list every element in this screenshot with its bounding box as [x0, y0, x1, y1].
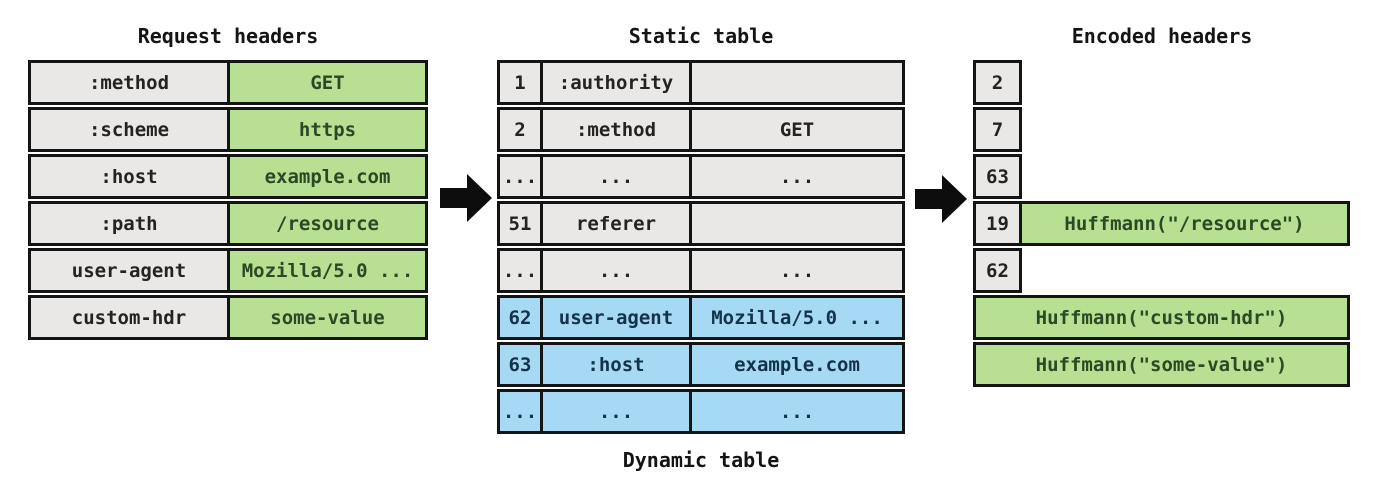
index-cell: 1: [497, 60, 543, 105]
header-name-cell: user-agent: [28, 248, 230, 293]
encoded-row: Huffmann("some-value"): [973, 342, 1350, 387]
static-table-row: 1 :authority: [497, 60, 905, 105]
index-cell: 2: [497, 107, 543, 152]
request-headers-table: :method GET :scheme https :host example.…: [28, 60, 428, 340]
index-cell: ...: [497, 154, 543, 199]
right-arrow-icon: [915, 175, 967, 223]
index-cell: ...: [497, 248, 543, 293]
index-cell: ...: [497, 389, 543, 434]
request-header-row: custom-hdr some-value: [28, 295, 428, 340]
value-cell: example.com: [689, 342, 905, 387]
index-cell: 51: [497, 201, 543, 246]
encoded-index-cell: 62: [973, 248, 1022, 293]
name-cell: :host: [540, 342, 692, 387]
static-table-row: ... ... ...: [497, 248, 905, 293]
value-cell: ...: [689, 248, 905, 293]
request-header-row: user-agent Mozilla/5.0 ...: [28, 248, 428, 293]
header-name-cell: :method: [28, 60, 230, 105]
static-table-row: ... ... ...: [497, 154, 905, 199]
value-cell: [689, 201, 905, 246]
name-cell: ...: [540, 389, 692, 434]
value-cell: ...: [689, 389, 905, 434]
static-table-row: 2 :method GET: [497, 107, 905, 152]
encoded-headers-title: Encoded headers: [1071, 24, 1253, 48]
request-header-row: :method GET: [28, 60, 428, 105]
value-cell: GET: [689, 107, 905, 152]
header-value-cell: some-value: [227, 295, 428, 340]
header-value-cell: GET: [227, 60, 428, 105]
static-table-title: Static table: [628, 24, 774, 48]
dynamic-table-row: ... ... ...: [497, 389, 905, 434]
value-cell: Mozilla/5.0 ...: [689, 295, 905, 340]
dynamic-table-row: 63 :host example.com: [497, 342, 905, 387]
dynamic-table-row: 62 user-agent Mozilla/5.0 ...: [497, 295, 905, 340]
request-headers-title: Request headers: [137, 24, 319, 48]
header-name-cell: :host: [28, 154, 230, 199]
dynamic-table-caption: Dynamic table: [622, 448, 780, 472]
name-cell: :method: [540, 107, 692, 152]
encoded-index-cell: 19: [973, 201, 1022, 246]
encoded-row: 19 Huffmann("/resource"): [973, 201, 1350, 246]
encoded-row: 63: [973, 154, 1350, 199]
header-value-cell: Mozilla/5.0 ...: [227, 248, 428, 293]
encoded-headers-list: 2 7 63 19 Huffmann("/resource") 62 Huffm…: [973, 60, 1350, 387]
encoded-index-cell: 7: [973, 107, 1022, 152]
name-cell: ...: [540, 248, 692, 293]
index-cell: 62: [497, 295, 543, 340]
encoded-row: 7: [973, 107, 1350, 152]
encoded-row: 2: [973, 60, 1350, 105]
request-header-row: :scheme https: [28, 107, 428, 152]
header-name-cell: :scheme: [28, 107, 230, 152]
header-value-cell: https: [227, 107, 428, 152]
name-cell: :authority: [540, 60, 692, 105]
static-dynamic-table: 1 :authority 2 :method GET ... ... ... 5…: [497, 60, 905, 434]
right-arrow-icon: [440, 174, 492, 222]
encoded-payload-cell: Huffmann("/resource"): [1019, 201, 1350, 246]
name-cell: ...: [540, 154, 692, 199]
encoded-payload-cell: Huffmann("some-value"): [973, 342, 1350, 387]
request-header-row: :host example.com: [28, 154, 428, 199]
header-name-cell: custom-hdr: [28, 295, 230, 340]
header-value-cell: /resource: [227, 201, 428, 246]
value-cell: ...: [689, 154, 905, 199]
header-value-cell: example.com: [227, 154, 428, 199]
encoded-row: Huffmann("custom-hdr"): [973, 295, 1350, 340]
static-table-row: 51 referer: [497, 201, 905, 246]
name-cell: user-agent: [540, 295, 692, 340]
request-header-row: :path /resource: [28, 201, 428, 246]
encoded-index-cell: 63: [973, 154, 1022, 199]
value-cell: [689, 60, 905, 105]
encoded-row: 62: [973, 248, 1350, 293]
index-cell: 63: [497, 342, 543, 387]
encoded-index-cell: 2: [973, 60, 1022, 105]
name-cell: referer: [540, 201, 692, 246]
header-name-cell: :path: [28, 201, 230, 246]
encoded-payload-cell: Huffmann("custom-hdr"): [973, 295, 1350, 340]
